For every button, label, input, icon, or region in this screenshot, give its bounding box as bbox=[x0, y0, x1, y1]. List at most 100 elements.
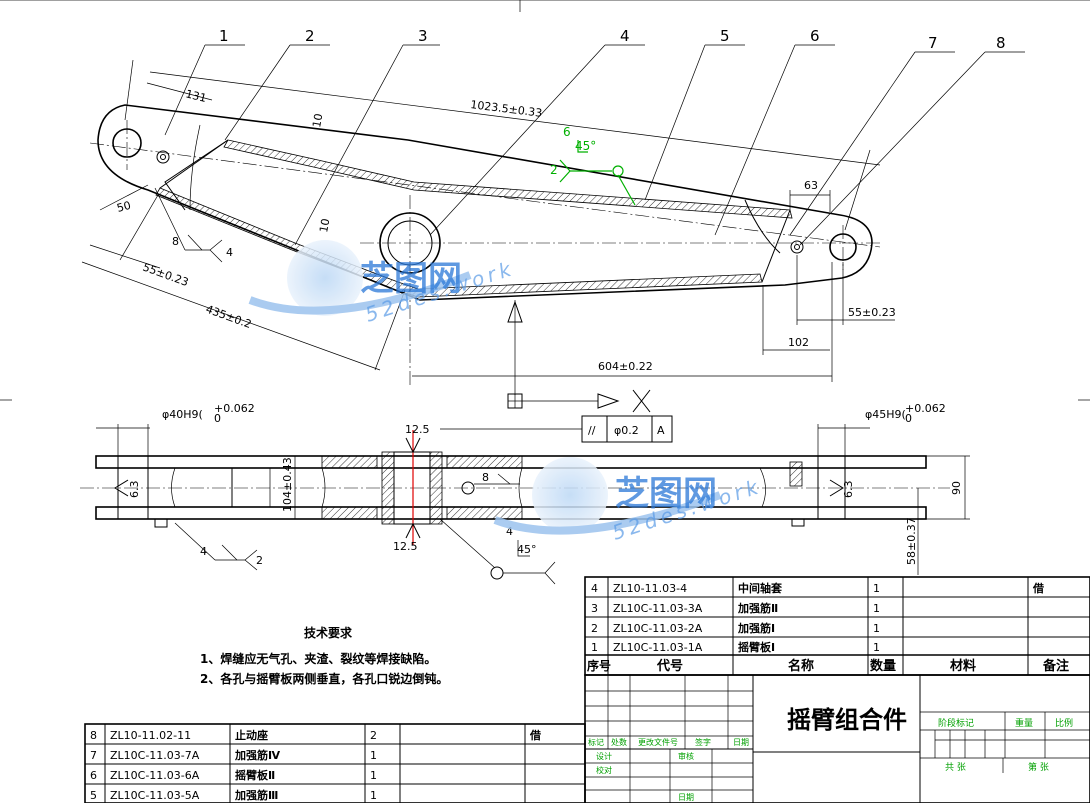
rough-left: 6.3 bbox=[128, 481, 141, 499]
weld-left-8: 8 bbox=[172, 235, 179, 248]
bomL-r3-code: ZL10C-11.03-5A bbox=[110, 789, 200, 802]
bomL-r1-no: 7 bbox=[90, 749, 97, 762]
bom-r2-qty: 1 bbox=[873, 622, 880, 635]
dim-104: 104±0.43 bbox=[281, 457, 294, 512]
dim-bore40: φ40H9( bbox=[162, 408, 203, 421]
bom-r0-no: 4 bbox=[591, 582, 598, 595]
design-label: 设计 bbox=[596, 751, 612, 761]
rough-top: 12.5 bbox=[405, 423, 430, 436]
rev-doc: 更改文件号 bbox=[638, 737, 678, 747]
bom-r1-no: 3 bbox=[591, 602, 598, 615]
bomL-r0-no: 8 bbox=[90, 729, 97, 742]
bom-hdr-code: 代号 bbox=[656, 658, 683, 674]
dim-overall: 1023.5±0.33 bbox=[470, 98, 543, 120]
bomL-r2-no: 6 bbox=[90, 769, 97, 782]
weld-mid-45: 45° bbox=[517, 543, 537, 556]
bom-r0-note: 借 bbox=[1032, 581, 1044, 595]
balloon-8: 8 bbox=[996, 34, 1006, 52]
bom-r2-name: 加强筋Ⅰ bbox=[737, 621, 775, 635]
bom-hdr-name: 名称 bbox=[788, 658, 814, 674]
bom-r1-code: ZL10C-11.03-3A bbox=[613, 602, 703, 615]
balloon-2: 2 bbox=[305, 27, 315, 45]
balloon-leaders bbox=[164, 44, 1025, 246]
rev-date: 日期 bbox=[733, 738, 749, 747]
dim-bore45-lo: 0 bbox=[905, 412, 912, 425]
watermark-1 bbox=[248, 240, 472, 316]
tol-datum: A bbox=[657, 424, 665, 437]
dim-50: 50 bbox=[115, 199, 132, 215]
dim-55b: 55±0.23 bbox=[848, 306, 896, 319]
weld-symbol-green bbox=[559, 140, 636, 206]
review-label: 审核 bbox=[678, 751, 694, 761]
bomL-r2-code: ZL10C-11.03-6A bbox=[110, 769, 200, 782]
dim-bore45-up: +0.062 bbox=[905, 402, 946, 415]
bomL-r1-qty: 1 bbox=[370, 749, 377, 762]
bomL-r0-qty: 2 bbox=[370, 729, 377, 742]
balloon-4: 4 bbox=[620, 27, 630, 45]
bomL-r0-name: 止动座 bbox=[235, 728, 268, 742]
rough-bottom: 12.5 bbox=[393, 540, 418, 553]
dim-131: 131 bbox=[184, 87, 208, 105]
bom-r3-code: ZL10C-11.03-1A bbox=[613, 641, 703, 654]
check-label: 校对 bbox=[596, 765, 612, 775]
bomL-r2-name: 摇臂板Ⅱ bbox=[235, 768, 275, 782]
bomL-r3-no: 5 bbox=[90, 789, 97, 802]
top-view: 1 2 3 4 5 6 7 8 1023.5±0.33 131 10 10 50… bbox=[81, 27, 1025, 413]
scale-label: 比例 bbox=[1055, 717, 1073, 729]
bom-r3-qty: 1 bbox=[873, 641, 880, 654]
watermark-cn-2: 芝图网 bbox=[615, 474, 717, 514]
bom-r3-name: 摇臂板Ⅰ bbox=[738, 640, 775, 654]
rev-mark: 标记 bbox=[588, 737, 604, 747]
bom-r0-code: ZL10-11.03-4 bbox=[613, 582, 687, 595]
bom-r0-qty: 1 bbox=[873, 582, 880, 595]
weld-bot-2: 2 bbox=[256, 554, 263, 567]
bomL-r1-name: 加强筋Ⅳ bbox=[234, 748, 281, 762]
bom-hdr-note: 备注 bbox=[1042, 658, 1069, 674]
balloon-1: 1 bbox=[219, 27, 229, 45]
dim-58: 58±0.37 bbox=[905, 517, 918, 565]
bom-hdr-no: 序号 bbox=[587, 658, 611, 673]
sheets-total: 共 张 bbox=[945, 762, 966, 773]
weld-bot-4: 4 bbox=[200, 545, 207, 558]
bom-r2-no: 2 bbox=[591, 622, 598, 635]
sheet-frame bbox=[0, 0, 1090, 401]
weld-mid-4: 4 bbox=[506, 525, 513, 538]
notes-title: 技术要求 bbox=[304, 625, 353, 640]
dim-435: 435±0.2 bbox=[204, 303, 253, 332]
bom-r0-name: 中间轴套 bbox=[738, 581, 783, 595]
rough-right: 6.3 bbox=[842, 481, 855, 499]
bomL-r3-name: 加强筋Ⅲ bbox=[234, 788, 278, 802]
part-name: 摇臂组合件 bbox=[787, 706, 907, 734]
front-view: φ40H9( +0.062 0 φ45H9( +0.062 0 104±0.43… bbox=[80, 402, 970, 585]
dim-55a: 55±0.23 bbox=[141, 261, 190, 290]
bom-hdr-mat: 材料 bbox=[950, 658, 976, 674]
weld-top-6: 6 bbox=[563, 125, 571, 139]
dim-10b: 10 bbox=[317, 217, 332, 233]
balloon-3: 3 bbox=[418, 27, 428, 45]
rev-sign: 签字 bbox=[695, 737, 711, 747]
notes-line1: 1、焊缝应无气孔、夹渣、裂纹等焊接缺陷。 bbox=[200, 651, 436, 666]
bomL-r1-code: ZL10C-11.03-7A bbox=[110, 749, 200, 762]
weld-left-4: 4 bbox=[226, 246, 233, 259]
weld-top-45: 45° bbox=[575, 139, 596, 153]
stage-mark: 阶段标记 bbox=[938, 717, 974, 729]
title-block bbox=[584, 674, 1090, 804]
bomL-r2-qty: 1 bbox=[370, 769, 377, 782]
watermark-2 bbox=[493, 457, 722, 535]
bom-r3-no: 1 bbox=[591, 641, 598, 654]
dim-102: 102 bbox=[788, 336, 809, 349]
notes-line2: 2、各孔与摇臂板两侧垂直，各孔口锐边倒钝。 bbox=[200, 671, 448, 686]
tol-value: φ0.2 bbox=[614, 424, 639, 437]
bomL-r0-code: ZL10-11.02-11 bbox=[110, 729, 191, 742]
balloon-7: 7 bbox=[928, 34, 938, 52]
dim-bore40-lo: 0 bbox=[214, 412, 221, 425]
dim-604: 604±0.22 bbox=[598, 360, 653, 373]
date-label: 日期 bbox=[678, 793, 694, 802]
balloon-5: 5 bbox=[720, 27, 730, 45]
weld-top-2: 2 bbox=[550, 163, 558, 177]
tol-symbol: // bbox=[588, 424, 596, 437]
balloon-6: 6 bbox=[810, 27, 820, 45]
dim-90: 90 bbox=[950, 481, 963, 495]
rev-count: 处数 bbox=[611, 737, 627, 747]
